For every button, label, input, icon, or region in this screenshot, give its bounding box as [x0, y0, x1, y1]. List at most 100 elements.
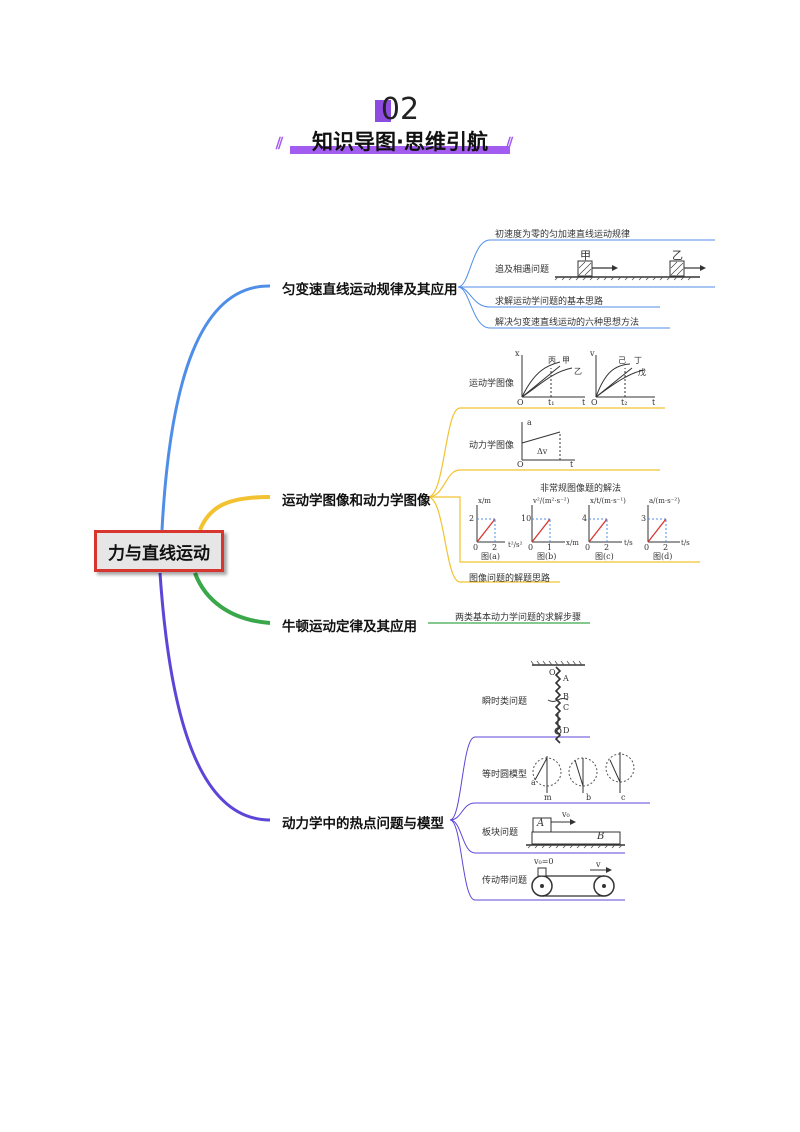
- kg1-t1: t₁: [548, 398, 555, 407]
- kg2-curve-wu: 戊: [638, 368, 646, 377]
- leaf-b4-1[interactable]: 瞬时类问题: [482, 697, 528, 707]
- block-label-b: B: [597, 831, 605, 842]
- panel-a-xtick: 2: [492, 543, 498, 552]
- panel-d-plot: [647, 505, 680, 543]
- branch-uniform-motion[interactable]: 匀变速直线运动规律及其应用: [282, 282, 458, 298]
- circle-label-b: b: [586, 793, 592, 802]
- leaf-b1-1[interactable]: 初速度为零的匀加速直线运动规律: [495, 230, 631, 240]
- panel-a-ylabel: x/m: [478, 497, 491, 505]
- leaf-b1-3[interactable]: 求解运动学问题的基本思路: [495, 297, 604, 307]
- block-board-figure: [526, 817, 625, 849]
- panel-d-origin: 0: [644, 543, 650, 552]
- kg2-t2: t₂: [621, 398, 628, 407]
- branch-hot-problems[interactable]: 动力学中的热点问题与模型: [282, 816, 444, 832]
- leaf-b2-3[interactable]: 非常规图像题的解法: [540, 484, 622, 494]
- branch-line-4: [158, 572, 271, 822]
- kg2-origin: O: [591, 398, 598, 407]
- b4-line-4: [449, 819, 625, 901]
- leaf-b2-2[interactable]: 动力学图像: [469, 441, 515, 451]
- panel-b-plot: [531, 505, 565, 543]
- panel-c-caption: 图(c): [595, 552, 614, 561]
- branch-line-1: [160, 284, 271, 531]
- kg1-ylabel: x: [515, 349, 520, 358]
- kg2-curve-ji: 己: [618, 356, 626, 365]
- block-label-v0: v₀: [562, 810, 570, 819]
- circle-label-c: c: [621, 793, 626, 802]
- panel-d-xtick: 2: [663, 543, 669, 552]
- right-deco-icon: ⫽: [506, 134, 514, 153]
- b2-line-1: [427, 407, 665, 498]
- leaf-b2-1[interactable]: 运动学图像: [469, 379, 515, 389]
- branch-line-3: [193, 572, 271, 625]
- dyn-graph-at: [521, 422, 575, 461]
- leaf-b2-4[interactable]: 图像问题的解题思路: [469, 574, 551, 584]
- title-highlight-bar: [290, 146, 510, 154]
- panel-d-ylabel: a/(m·s⁻²): [649, 497, 680, 505]
- leaf-b4-4[interactable]: 传动带问题: [482, 876, 528, 886]
- b2-line-3: [428, 496, 700, 563]
- panel-d-ytick: 3: [641, 514, 647, 523]
- leaf-b4-2[interactable]: 等时圆模型: [482, 770, 528, 780]
- section-title: 知识导图·思维引航: [312, 130, 488, 154]
- label-car-jia: 甲: [580, 249, 591, 262]
- panel-d-caption: 图(d): [653, 552, 673, 561]
- equal-time-circles: [532, 752, 635, 793]
- leaf-b1-2[interactable]: 追及相遇问题: [495, 265, 550, 275]
- kg2-ylabel: v: [590, 349, 595, 358]
- ground-hatch: [554, 276, 692, 281]
- kg2-xlabel: t: [652, 398, 656, 407]
- left-deco-icon: ⫽: [276, 134, 284, 153]
- circle-label-m: m: [544, 793, 552, 802]
- b4-line-3: [449, 819, 625, 854]
- leaf-b1-4[interactable]: 解决匀变速直线运动的六种思想方法: [495, 318, 640, 328]
- panel-c-xtick: 2: [604, 543, 610, 552]
- kg1-curve-bing: 丙: [548, 356, 556, 365]
- dg-xlabel: t: [570, 460, 574, 469]
- block-label-a: A: [537, 818, 545, 829]
- kg1-xlabel: t: [582, 398, 586, 407]
- branch-line-2: [198, 495, 271, 531]
- panel-b-xlabel: x/m: [566, 539, 579, 547]
- panel-a-ytick: 2: [469, 514, 475, 523]
- kg1-curve-yi: 乙: [574, 367, 582, 376]
- panel-a-xlabel: t²/s²: [508, 541, 523, 549]
- kg2-curve-ding: 丁: [634, 356, 642, 365]
- b4-line-2: [449, 802, 650, 821]
- panel-a-caption: 图(a): [481, 552, 501, 561]
- panel-a-origin: 0: [473, 543, 479, 552]
- leaf-b3-1[interactable]: 两类基本动力学问题的求解步骤: [455, 613, 582, 623]
- panel-b-xtick: 1: [547, 543, 553, 552]
- spring-label-a: A: [563, 674, 569, 683]
- dg-origin: O: [517, 460, 524, 469]
- branch-graphs[interactable]: 运动学图像和动力学图像: [282, 493, 431, 509]
- section-number: 02: [374, 92, 420, 127]
- panel-c-ylabel: x/t/(m·s⁻¹): [590, 497, 626, 505]
- kin-graph-vt: [595, 355, 655, 398]
- panel-b-ytick: 10: [521, 514, 532, 523]
- belt-label-v: v: [596, 860, 601, 869]
- panel-c-ytick: 4: [582, 514, 588, 523]
- b2-line-2: [427, 469, 660, 498]
- b1-line-1: [457, 239, 715, 288]
- panel-c-xlabel: t/s: [624, 539, 633, 547]
- kg1-origin: O: [517, 398, 524, 407]
- spring-figure: [530, 660, 585, 744]
- dg-dv: Δv: [537, 447, 548, 456]
- leaf-b4-3[interactable]: 板块问题: [482, 828, 519, 838]
- b2-line-4: [427, 496, 560, 583]
- dg-ylabel: a: [527, 418, 532, 427]
- b1-line-4: [457, 286, 670, 329]
- spring-label-c: C: [563, 703, 570, 712]
- label-car-yi: 乙: [672, 249, 683, 262]
- spring-label-d: D: [563, 726, 570, 735]
- conveyor-figure: [531, 867, 615, 897]
- circle-label-a: a: [531, 778, 536, 787]
- panel-c-origin: 0: [585, 543, 591, 552]
- branch-newton-laws[interactable]: 牛顿运动定律及其应用: [282, 619, 417, 635]
- root-node[interactable]: 力与直线运动: [94, 530, 224, 572]
- kin-graph-xt: [521, 355, 585, 398]
- belt-label-v0: v₀=0: [534, 857, 554, 866]
- kg1-curve-jia: 甲: [562, 356, 570, 365]
- spring-label-b: B: [563, 692, 569, 701]
